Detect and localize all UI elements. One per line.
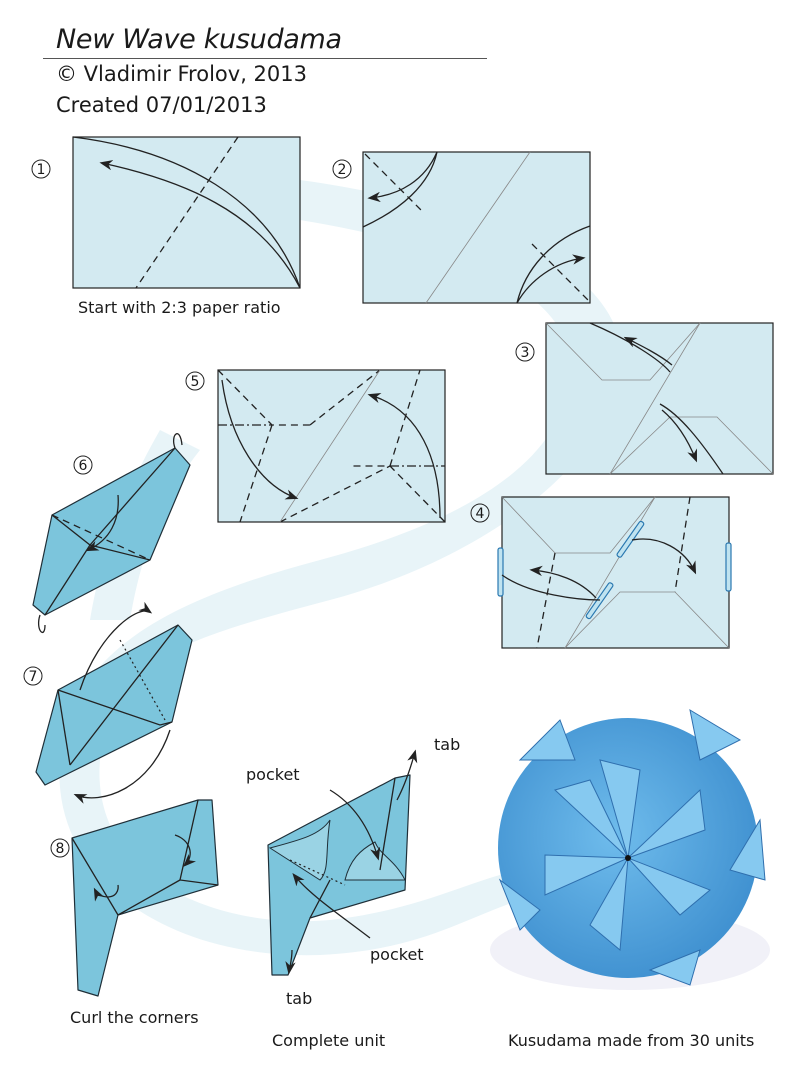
label-pocket-top: pocket: [246, 765, 300, 784]
complete-unit: pocket pocket tab tab Complete unit: [246, 735, 460, 1050]
label-tab-top: tab: [434, 735, 460, 754]
step-number: 3: [521, 345, 530, 361]
step-number: 7: [29, 669, 38, 685]
step-number: 8: [56, 841, 65, 857]
step-8: 8 Curl the corners: [50, 799, 219, 1027]
label-pocket-bottom: pocket: [370, 945, 424, 964]
copyright: © Vladimir Frolov, 2013: [56, 62, 307, 86]
step-6: 6: [32, 433, 191, 634]
step-number: 1: [37, 162, 46, 178]
step-caption: Curl the corners: [70, 1008, 199, 1027]
step-caption: Start with 2:3 paper ratio: [78, 298, 281, 317]
created-date: Created 07/01/2013: [56, 93, 267, 117]
step-5: 5: [185, 369, 446, 523]
title-underline: [43, 58, 487, 59]
page-title: New Wave kusudama: [56, 24, 342, 55]
complete-unit-caption: Complete unit: [272, 1031, 385, 1050]
step-number: 5: [191, 374, 200, 390]
step-3: 3: [515, 322, 774, 475]
step-7: 7: [23, 601, 193, 804]
kusudama-photo: Kusudama made from 30 units: [490, 708, 770, 1050]
step-1: 1 Start with 2:3 paper ratio: [31, 136, 301, 317]
photo-caption: Kusudama made from 30 units: [508, 1031, 754, 1050]
swirl-background: [59, 180, 623, 956]
step-number: 6: [79, 458, 88, 474]
step-4: 4: [470, 496, 732, 649]
step-number: 2: [338, 162, 347, 178]
step-2: 2: [332, 151, 591, 304]
label-tab-bottom: tab: [286, 989, 312, 1008]
step-number: 4: [476, 506, 485, 522]
